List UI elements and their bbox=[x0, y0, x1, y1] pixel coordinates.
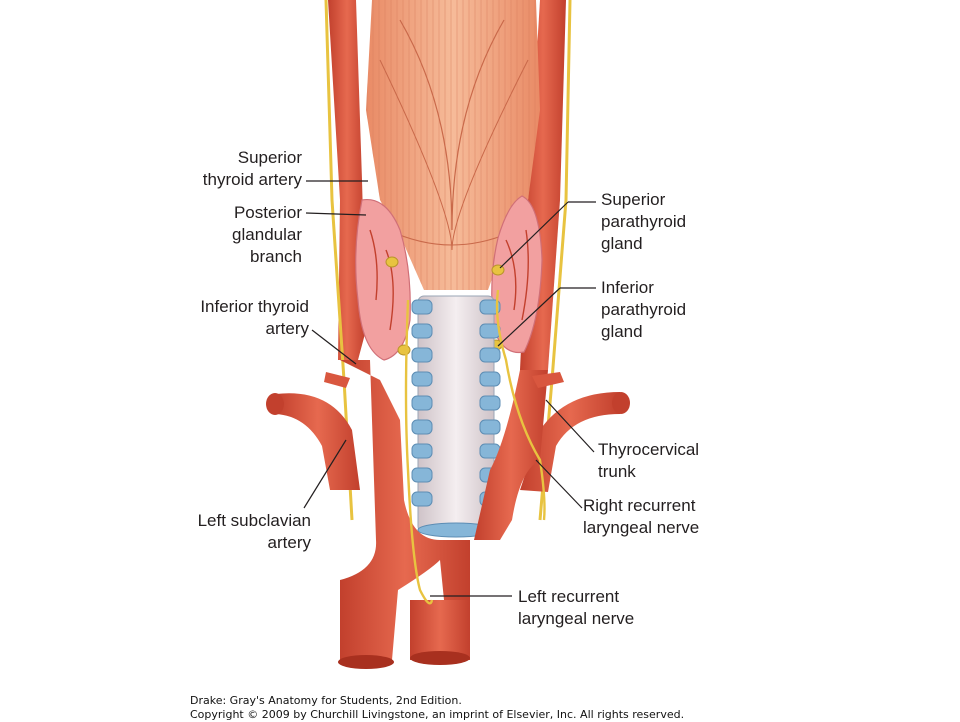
label-posterior-glandular-branch: Posterior glandular branch bbox=[232, 203, 302, 266]
leader-lines bbox=[303, 180, 596, 597]
label-inferior-parathyroid-gland: Inferior parathyroid gland bbox=[601, 278, 687, 341]
credit-line-copyright: Copyright © 2009 by Churchill Livingston… bbox=[190, 708, 685, 721]
label-right-recurrent-laryngeal-nerve: Right recurrent laryngeal nerve bbox=[583, 496, 700, 537]
recurrent-laryngeal-nerves bbox=[404, 289, 546, 605]
credit-line-source: Drake: Gray's Anatomy for Students, 2nd … bbox=[190, 694, 462, 707]
label-left-recurrent-laryngeal-nerve: Left recurrent laryngeal nerve bbox=[518, 587, 635, 628]
label-thyrocervical-trunk: Thyrocervical trunk bbox=[598, 440, 700, 481]
great-vessels bbox=[266, 360, 630, 669]
label-superior-thyroid-artery: Superior thyroid artery bbox=[202, 148, 302, 189]
trachea bbox=[411, 295, 501, 538]
label-left-subclavian-artery: Left subclavian artery bbox=[197, 511, 311, 552]
pharyngeal-muscles bbox=[366, 0, 540, 290]
label-superior-parathyroid-gland: Superior parathyroid gland bbox=[601, 190, 687, 253]
thyroid-lobes bbox=[355, 195, 543, 361]
label-inferior-thyroid-artery: Inferior thyroid artery bbox=[200, 297, 309, 338]
